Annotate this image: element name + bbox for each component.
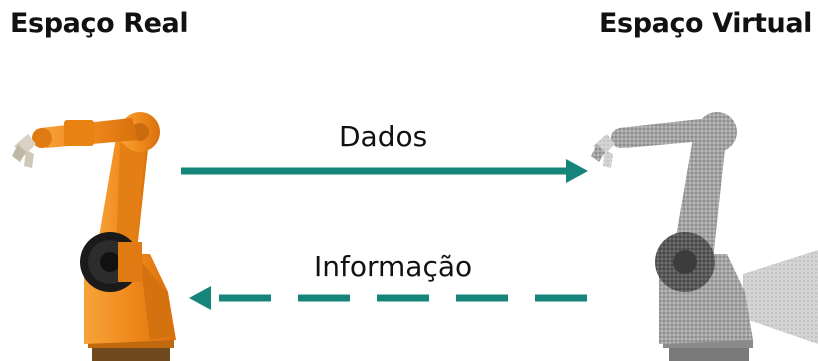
- data-arrow: [181, 159, 588, 183]
- data-flow-label: Dados: [339, 120, 428, 153]
- industrial-robot-arm-icon: [12, 112, 176, 361]
- information-arrow: [189, 286, 587, 310]
- digital-twin-robot-arm-icon: [591, 112, 818, 361]
- information-flow-label: Informação: [314, 250, 473, 283]
- real-space-title: Espaço Real: [10, 8, 189, 39]
- virtual-space-title: Espaço Virtual: [598, 8, 812, 39]
